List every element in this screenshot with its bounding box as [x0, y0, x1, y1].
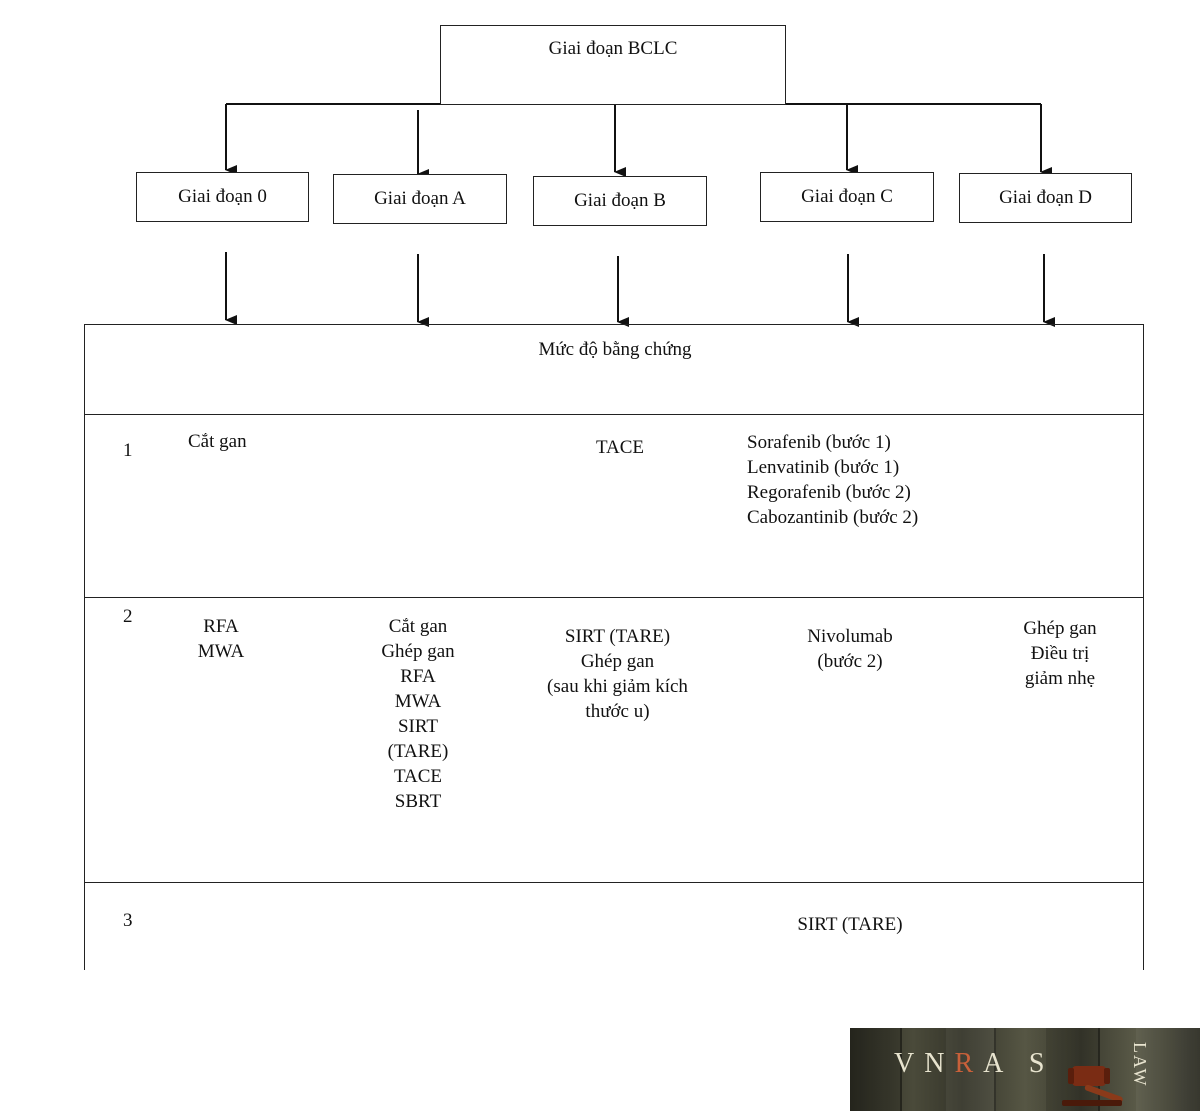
row-divider-1 [85, 414, 1143, 415]
logo-book-spine [946, 1028, 996, 1111]
bclc-diagram: Giai đoạn BCLC Giai đoạn 0 Giai đoạn A G… [84, 25, 1144, 970]
gavel-icon [1062, 1066, 1123, 1106]
stage-c-box: Giai đoạn C [760, 172, 934, 222]
stage-a-box: Giai đoạn A [333, 174, 507, 224]
evidence-table: Mức độ bằng chứng 1 Cắt gan TACE Sorafen… [84, 324, 1144, 970]
row-2-stage-0: RFA MWA [197, 616, 245, 662]
vnras-law-logo: VNRA S LAW [850, 1028, 1200, 1111]
level-2: 2 [123, 606, 133, 627]
logo-letter-accent: R [954, 1048, 984, 1079]
stage-b-label: Giai đoạn B [574, 190, 666, 211]
level-3: 3 [123, 910, 133, 931]
logo-book-spine [850, 1028, 902, 1111]
row-2-stage-b: SIRT (TARE) Ghép gan (sau khi giảm kích … [547, 626, 688, 722]
level-1: 1 [123, 440, 133, 461]
stage-c-label: Giai đoạn C [801, 186, 893, 207]
row-divider-2 [85, 597, 1143, 598]
logo-letters: VNRA S [894, 1048, 1054, 1080]
row-divider-3 [85, 882, 1143, 883]
logo-book-spine [1136, 1028, 1200, 1111]
stage-d-label: Giai đoạn D [999, 187, 1092, 208]
stage-0-label: Giai đoạn 0 [178, 186, 267, 207]
logo-letter: N [924, 1048, 955, 1079]
row-2-stage-c: Nivolumab (bước 2) [807, 626, 893, 672]
row-1-stage-b: TACE [595, 437, 645, 458]
row-1-stage-0: Cắt gan [188, 431, 247, 452]
table-header: Mức độ bằng chứng [538, 339, 692, 360]
logo-letter: S [1028, 1048, 1055, 1079]
row-2-stage-a: Cắt gan Ghép gan RFA MWA SIRT (TARE) TAC… [381, 616, 455, 812]
stage-a-label: Giai đoạn A [374, 188, 466, 209]
row-3-stage-c: SIRT (TARE) [797, 914, 903, 935]
stage-d-box: Giai đoạn D [959, 173, 1132, 223]
logo-letter: V [894, 1048, 925, 1079]
root-box: Giai đoạn BCLC [440, 25, 786, 105]
row-2-stage-d: Ghép gan Điều trị giảm nhẹ [1023, 618, 1097, 689]
root-label: Giai đoạn BCLC [548, 38, 678, 59]
stage-b-box: Giai đoạn B [533, 176, 707, 226]
row-1-stage-c: Sorafenib (bước 1) Lenvatinib (bước 1) R… [747, 432, 919, 528]
logo-law-text: LAW [1130, 1042, 1150, 1088]
logo-letter: A [983, 1048, 1012, 1079]
stage-0-box: Giai đoạn 0 [136, 172, 309, 222]
